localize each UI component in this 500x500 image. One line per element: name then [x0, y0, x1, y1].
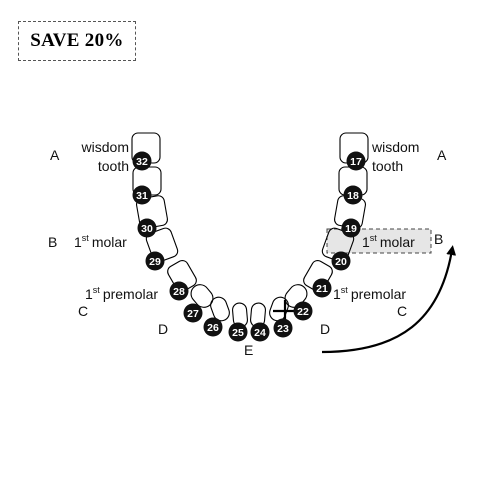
tooth-marker-21 [312, 278, 332, 298]
curved-arrow-icon [321, 245, 457, 354]
tooth-marker-19 [341, 218, 361, 238]
tooth-outline-26 [210, 296, 230, 322]
tooth-marker-27 [183, 303, 203, 323]
tooth-marker-30 [137, 218, 157, 238]
tooth-outline-27 [190, 284, 214, 308]
tooth-marker-24 [250, 322, 270, 342]
tooth-outline-29 [145, 227, 179, 263]
tooth-number-27: 27 [187, 308, 199, 320]
tooth-number-18: 18 [347, 190, 359, 202]
tooth-outline-23 [269, 296, 289, 322]
letter-c-right: C [397, 303, 407, 319]
tooth-number-29: 29 [149, 256, 161, 268]
letter-b-right: B [434, 231, 443, 247]
tooth-marker-20 [331, 251, 351, 271]
letter-d-left: D [158, 321, 168, 337]
tooth-number-32: 32 [136, 156, 148, 168]
left-wisdom-label-line2: tooth [98, 158, 129, 174]
letter-a-left: A [50, 147, 60, 163]
tooth-number-20: 20 [335, 256, 347, 268]
right-wisdom-label-line1: wisdom [371, 139, 419, 155]
save-20-badge: SAVE 20% [18, 21, 136, 61]
tooth-marker-31 [132, 185, 152, 205]
tooth-number-17: 17 [350, 156, 362, 168]
tooth-number-31: 31 [136, 190, 148, 202]
tooth-number-23: 23 [277, 323, 289, 335]
tooth-number-25: 25 [232, 327, 244, 339]
right-wisdom-label-line2: tooth [372, 158, 403, 174]
letter-a-right: A [437, 147, 447, 163]
tooth-marker-32 [132, 151, 152, 171]
left-wisdom-label-line1: wisdom [81, 139, 129, 155]
tooth-number-30: 30 [141, 223, 153, 235]
tooth-number-28: 28 [173, 286, 185, 298]
tooth-marker-22 [293, 301, 313, 321]
letter-b-left: B [48, 234, 57, 250]
tooth-number-22: 22 [297, 306, 309, 318]
tooth-number-24: 24 [254, 327, 266, 339]
letter-e-bottom: E [244, 342, 253, 358]
tooth-marker-25 [228, 322, 248, 342]
letter-d-right: D [320, 321, 330, 337]
tooth-marker-17 [346, 151, 366, 171]
tooth-marker-26 [203, 317, 223, 337]
letter-c-left: C [78, 303, 88, 319]
tooth-number-21: 21 [316, 283, 328, 295]
tooth-marker-23 [273, 318, 293, 338]
tooth-outline-28 [167, 260, 197, 292]
tooth-marker-29 [145, 251, 165, 271]
tooth-number-26: 26 [207, 322, 219, 334]
tooth-number-19: 19 [345, 223, 357, 235]
tooth-marker-28 [169, 281, 189, 301]
tooth-marker-18 [343, 185, 363, 205]
